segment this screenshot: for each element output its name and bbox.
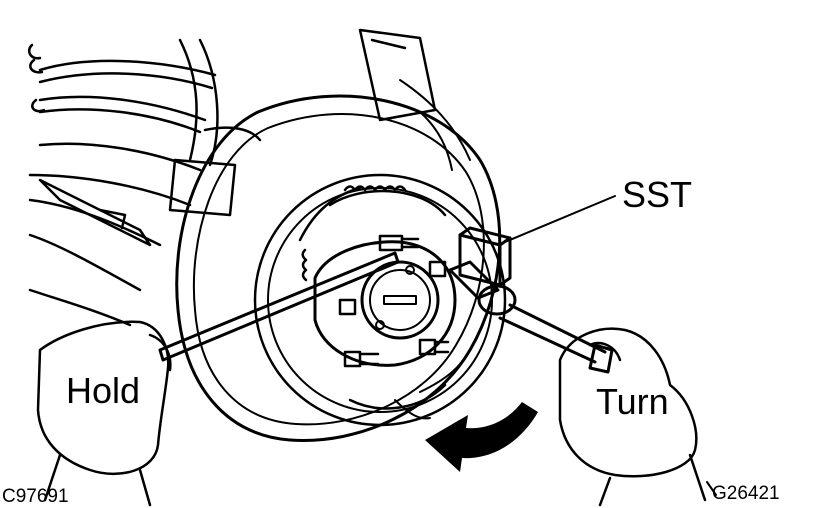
left-hand [36,320,172,507]
hub-bolts [338,234,450,368]
figure-code-right: G26421 [712,483,780,504]
label-sst: SST [622,174,693,215]
brake-shoe-assembly [253,173,507,427]
axle-hub [313,240,457,367]
sst-tool [448,226,614,374]
label-hold: Hold [66,370,141,411]
label-turn: Turn [596,381,669,422]
right-hand [558,327,707,507]
backing-plate [175,79,502,442]
suspension-lines [28,28,437,327]
leader-lines [504,195,717,496]
rotation-arrow-icon [425,402,538,472]
holding-bar [158,251,400,362]
figure-code-left: C97691 [2,486,69,507]
